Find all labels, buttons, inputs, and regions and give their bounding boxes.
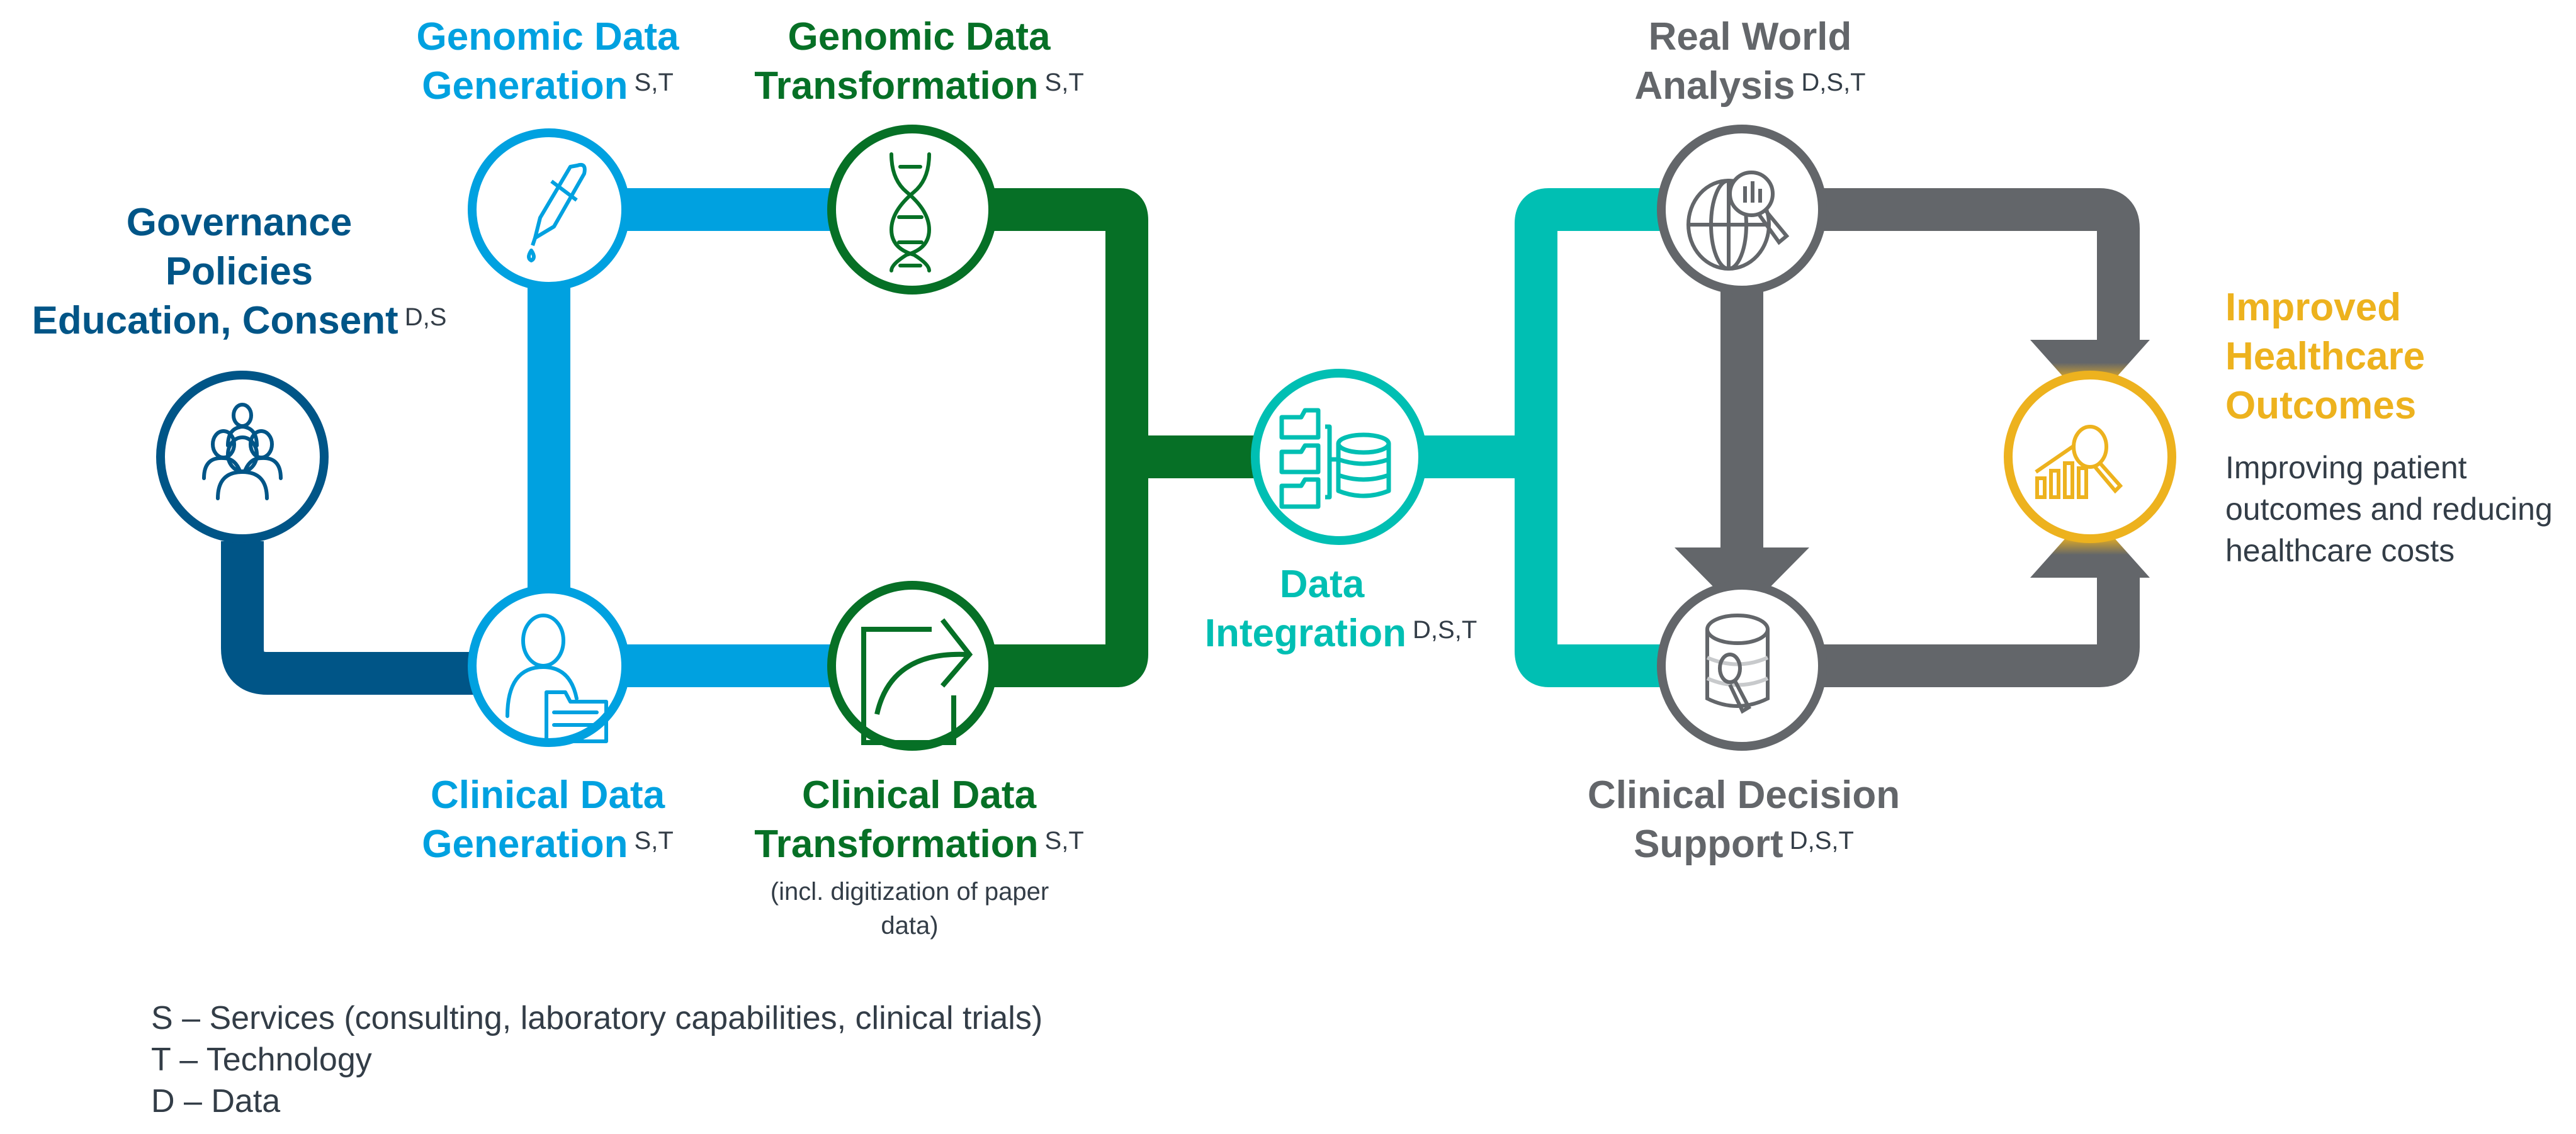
data-integration-title-line-2: Integration: [1204, 612, 1407, 655]
data-integration-tags: D,S,T: [1413, 616, 1477, 644]
arrow-down-to-outcome: [2030, 340, 2150, 381]
governance-tags: D,S: [404, 303, 447, 331]
clinical-transformation-tags: S,T: [1044, 827, 1084, 855]
governance-title-line-3: Education, Consent: [31, 299, 398, 342]
pipe-analysis-bottom: [1816, 566, 2140, 687]
clinical-transformation-title-line-1: Clinical Data: [801, 773, 1037, 817]
genomic-generation-title-line-1: Genomic Data: [416, 15, 679, 59]
real-world-analysis-tags: D,S,T: [1801, 69, 1866, 96]
governance-title-line-2: Policies: [165, 250, 314, 293]
genomic-transformation-title-line-2: Transformation: [754, 64, 1039, 108]
legend: S – Services (consulting, laboratory cap…: [151, 997, 1042, 1122]
node-clinical-transformation: [827, 581, 997, 751]
node-governance: [156, 371, 329, 543]
globe-search-icon: [1686, 171, 1790, 271]
person-folder-icon: [506, 614, 608, 743]
pipe-transformation-bracket: [985, 188, 1148, 687]
real-world-analysis-title-line-2: Analysis: [1634, 64, 1795, 108]
real-world-analysis-title-line-1: Real World: [1648, 15, 1852, 59]
improved-outcomes-label: Improved Healthcare Outcomes: [2225, 283, 2425, 430]
genomic-transformation-title-line-1: Genomic Data: [788, 15, 1051, 59]
clinical-decision-support-title-line-1: Clinical Decision: [1587, 773, 1901, 817]
genomic-transformation-tags: S,T: [1044, 69, 1084, 96]
clinical-transformation-note: (incl. digitization of paper data): [770, 878, 1049, 940]
improved-outcomes-description: Improving patient outcomes and reducing …: [2225, 450, 2553, 568]
genomic-generation-tags: S,T: [634, 69, 674, 96]
governance-title-line-1: Governance: [126, 201, 353, 244]
arrow-down-to-decision: [1675, 547, 1809, 598]
data-integration-title-line-1: Data: [1279, 563, 1365, 606]
clinical-generation-title-line-1: Clinical Data: [430, 773, 665, 817]
dna-icon: [889, 152, 932, 272]
pipette-icon: [527, 162, 587, 262]
genomic-generation-title-line-2: Generation: [422, 64, 628, 108]
node-improved-outcomes: [2004, 371, 2176, 543]
node-genomic-transformation: [827, 125, 997, 295]
node-clinical-decision-support: [1657, 581, 1827, 751]
document-export-icon: [861, 618, 973, 745]
improved-outcomes-title-line-3: Outcomes: [2225, 384, 2417, 427]
database-search-icon: [1705, 614, 1770, 714]
improved-outcomes-title-line-2: Healthcare: [2225, 335, 2426, 378]
chart-search-icon: [2035, 425, 2123, 499]
legend-item-services: S – Services (consulting, laboratory cap…: [151, 1000, 1043, 1036]
node-data-integration: [1251, 369, 1427, 545]
improved-outcomes-title-line-1: Improved: [2225, 286, 2402, 329]
clinical-generation-title-line-2: Generation: [422, 822, 628, 866]
folders-database-icon: [1279, 408, 1391, 509]
node-real-world-analysis: [1657, 125, 1827, 295]
pipe-integration-bracket: [1515, 188, 1668, 687]
clinical-decision-support-tags: D,S,T: [1789, 827, 1854, 855]
pipe-governance: [221, 541, 478, 695]
people-group-icon: [202, 403, 283, 500]
legend-item-data: D – Data: [151, 1083, 281, 1120]
pipe-analysis-top: [1816, 188, 2140, 340]
clinical-decision-support-title-line-2: Support: [1634, 822, 1783, 866]
node-clinical-generation: [468, 585, 630, 747]
node-genomic-generation: [468, 128, 630, 291]
clinical-transformation-title-line-2: Transformation: [754, 822, 1039, 866]
clinical-generation-tags: S,T: [634, 827, 674, 855]
arrow-up-to-outcome: [2030, 536, 2150, 578]
legend-item-technology: T – Technology: [151, 1041, 372, 1078]
